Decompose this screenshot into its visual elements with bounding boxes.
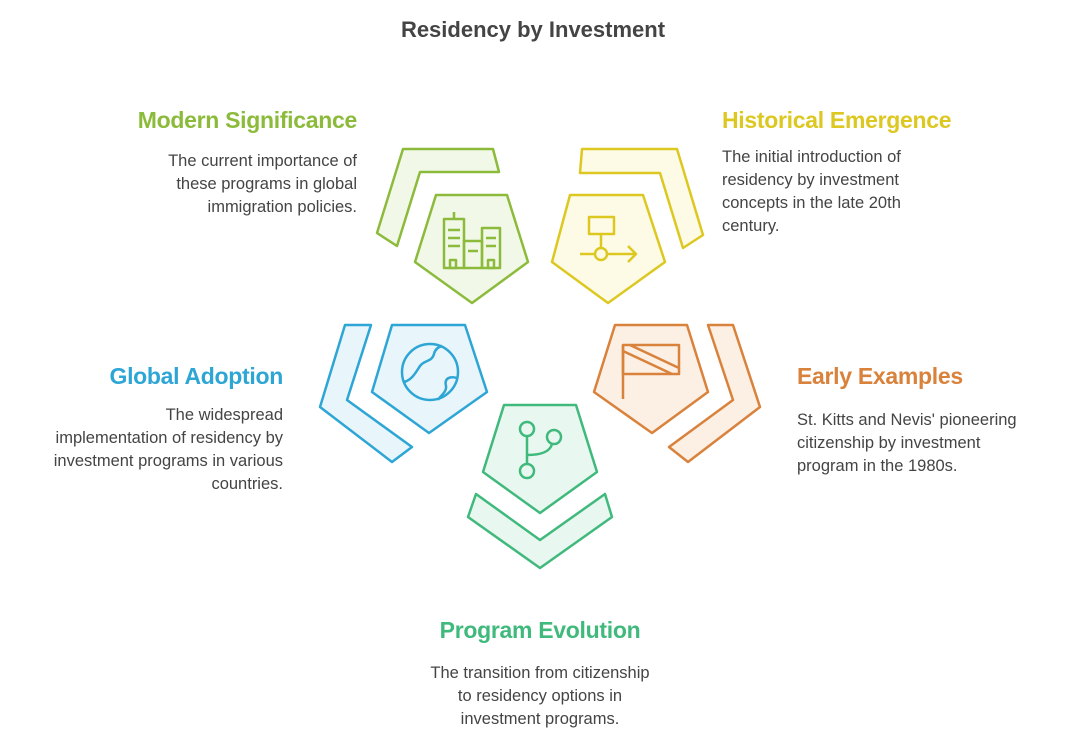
- pentagon-shape: [413, 193, 530, 305]
- description-line: program in the 1980s.: [797, 457, 958, 475]
- pentagon-shape: [370, 323, 489, 435]
- flag-icon: [621, 343, 681, 399]
- chevron-shape: [667, 323, 762, 464]
- segment-early-examples: [592, 323, 762, 464]
- description-line: to residency options in: [457, 687, 623, 705]
- heading: Early Examples: [797, 363, 963, 389]
- buildings-icon: [442, 212, 502, 270]
- description-line: these programs in global: [176, 175, 357, 193]
- segment-global-adoption: [318, 323, 489, 464]
- description-line: countries.: [211, 475, 283, 493]
- pentagon-shape: [481, 403, 599, 515]
- pentagon-shape: [592, 323, 710, 435]
- text-block-global-adoption: Global Adoption The widespread implement…: [53, 363, 284, 496]
- text-block-early-examples: Early Examples St. Kitts and Nevis' pion…: [797, 363, 1017, 478]
- diagram-title: Residency by Investment: [400, 17, 666, 42]
- segment-program-evolution: [466, 403, 614, 570]
- chevron-shape: [375, 147, 501, 248]
- heading: Global Adoption: [109, 363, 283, 389]
- description-line: immigration policies.: [207, 198, 357, 216]
- branch-icon: [518, 420, 563, 480]
- segment-historical-emergence: [550, 147, 705, 305]
- chevron-shape: [578, 147, 705, 250]
- text-block-modern-significance: Modern Significance The current importan…: [137, 107, 358, 219]
- heading: Modern Significance: [137, 107, 358, 133]
- description-line: investment programs.: [460, 710, 620, 728]
- heading: Program Evolution: [439, 617, 641, 643]
- description-line: The initial introduction of: [722, 148, 901, 166]
- heading: Historical Emergence: [722, 107, 952, 133]
- description-line: citizenship by investment: [797, 434, 981, 452]
- description-line: century.: [722, 217, 780, 235]
- description-line: St. Kitts and Nevis' pioneering: [797, 411, 1017, 429]
- segment-modern-significance: [375, 147, 530, 305]
- description-line: The transition from citizenship: [430, 664, 650, 682]
- chevron-shape: [318, 323, 414, 464]
- description-line: residency by investment: [722, 171, 899, 189]
- description-line: investment programs in various: [53, 452, 283, 470]
- text-block-historical-emergence: Historical Emergence The initial introdu…: [722, 107, 952, 238]
- pentagon-shape: [550, 193, 667, 305]
- text-block-program-evolution: Program Evolution The transition from ci…: [340, 617, 740, 731]
- description-line: The current importance of: [168, 152, 357, 170]
- description-line: The widespread: [165, 406, 283, 424]
- description-line: implementation of residency by: [55, 429, 283, 447]
- flowchart-icon: [580, 215, 638, 263]
- chevron-shape: [466, 492, 614, 570]
- description-line: concepts in the late 20th: [722, 194, 901, 212]
- globe-icon: [400, 342, 460, 402]
